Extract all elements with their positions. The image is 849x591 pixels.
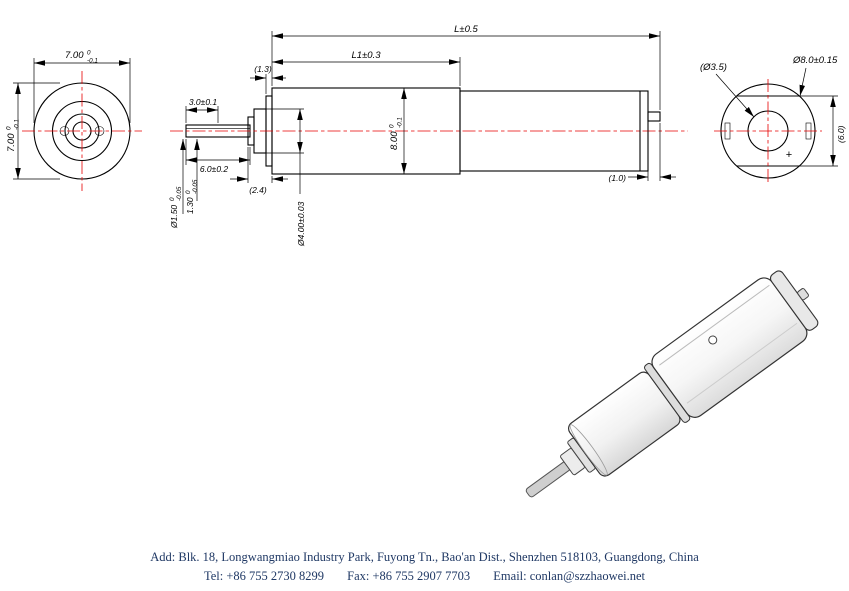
isometric-view bbox=[525, 270, 819, 498]
footer: Add: Blk. 18, Longwangmiao Industry Park… bbox=[0, 548, 849, 586]
dim-rear-tab: (1.0) bbox=[609, 123, 676, 183]
dim-rear-od: Ø8.0±0.15 bbox=[792, 55, 838, 97]
dim-shaft-flat-length: 3.0±0.1 bbox=[185, 97, 219, 123]
dim-rear-hole-label: (Ø3.5) bbox=[700, 62, 727, 73]
dim-front-width: 7.00 0 -0.1 bbox=[33, 50, 131, 123]
dim-shaft-dia-value: Ø1.50 bbox=[169, 205, 179, 229]
dim-body-dia-toldn: -0.1 bbox=[397, 117, 404, 128]
dim-boss-dia: Ø4.00±0.03 bbox=[266, 108, 306, 247]
dim-shaft-flat-height-tolup: 0 bbox=[185, 190, 192, 194]
footer-fax: Fax: +86 755 2907 7703 bbox=[347, 569, 471, 583]
dim-front-width-tolup: 0 bbox=[87, 50, 91, 57]
footer-address: Add: Blk. 18, Longwangmiao Industry Park… bbox=[150, 550, 699, 564]
dim-rear-hole: (Ø3.5) bbox=[700, 62, 755, 118]
dim-shaft-dia-toldn: -0.05 bbox=[176, 186, 183, 201]
dim-front-step: (1.3) bbox=[250, 64, 286, 94]
dim-body-dia-value: 8.00 bbox=[389, 131, 400, 150]
dim-shaft-dia-tolup: 0 bbox=[169, 197, 176, 201]
dim-rear-flats-label: (6.0) bbox=[836, 125, 846, 143]
dim-rear-od-label: Ø8.0±0.15 bbox=[792, 55, 838, 66]
iso-can-shade bbox=[686, 322, 798, 404]
iso-vent-hole bbox=[708, 335, 718, 345]
footer-contact: Tel: +86 755 2730 8299 Fax: +86 755 2907… bbox=[0, 567, 849, 586]
dim-shaft-flat-height-value: 1.30 bbox=[185, 197, 195, 214]
rear-view: + (Ø3.5) Ø8.0±0.15 (6.0) bbox=[700, 55, 846, 183]
dim-front-width-value: 7.00 bbox=[65, 50, 84, 61]
dim-front-height-value: 7.00 bbox=[6, 133, 17, 152]
dim-rear-flats: (6.0) bbox=[799, 95, 846, 167]
front-view: 7.00 0 -0.1 7.00 0 -0.1 bbox=[6, 50, 142, 191]
iso-shaft bbox=[525, 461, 571, 498]
dim-rear-tab-label: (1.0) bbox=[609, 173, 627, 183]
dim-front-width-toldn: -0.1 bbox=[87, 58, 98, 65]
dim-shaft-flat-height-toldn: -0.05 bbox=[192, 179, 199, 194]
side-view: L±0.5 L1±0.3 (1.3) 3.0±0.1 6.0±0.2 bbox=[169, 24, 688, 247]
dim-shaft-dia: Ø1.50 0 -0.05 bbox=[169, 139, 186, 229]
dim-front-height-tolup: 0 bbox=[6, 126, 13, 130]
dim-gearbox-length: L1±0.3 bbox=[272, 50, 461, 86]
iso-rear-nub bbox=[797, 288, 809, 301]
footer-email[interactable]: Email: conlan@szzhaowei.net bbox=[493, 569, 646, 583]
side-rear-tab bbox=[647, 111, 661, 122]
dim-overall-length: L±0.5 bbox=[271, 24, 661, 110]
dim-front-height: 7.00 0 -0.1 bbox=[6, 82, 60, 180]
dim-boss-length-label: (2.4) bbox=[249, 185, 267, 195]
dim-overall-length-label: L±0.5 bbox=[454, 24, 478, 35]
dim-body-dia: 8.00 0 -0.1 bbox=[389, 88, 407, 174]
iso-can-highlight bbox=[659, 284, 770, 366]
dim-gearbox-length-label: L1±0.3 bbox=[352, 50, 382, 61]
footer-tel: Tel: +86 755 2730 8299 bbox=[203, 569, 325, 583]
dim-boss-length: (2.4) bbox=[230, 147, 288, 195]
dim-boss-dia-label: Ø4.00±0.03 bbox=[296, 201, 306, 247]
dim-front-step-label: (1.3) bbox=[254, 64, 272, 74]
dim-front-height-toldn: -0.1 bbox=[14, 119, 21, 130]
dim-shaft-length: 6.0±0.2 bbox=[185, 139, 251, 174]
rear-polarity-mark: + bbox=[786, 149, 792, 161]
dim-shaft-flat-length-label: 3.0±0.1 bbox=[189, 97, 218, 107]
dim-shaft-flat-height: 1.30 0 -0.05 bbox=[185, 139, 200, 214]
dim-shaft-length-label: 6.0±0.2 bbox=[200, 164, 229, 174]
dim-body-dia-tolup: 0 bbox=[389, 124, 396, 128]
iso-gearbox-face bbox=[569, 424, 608, 476]
